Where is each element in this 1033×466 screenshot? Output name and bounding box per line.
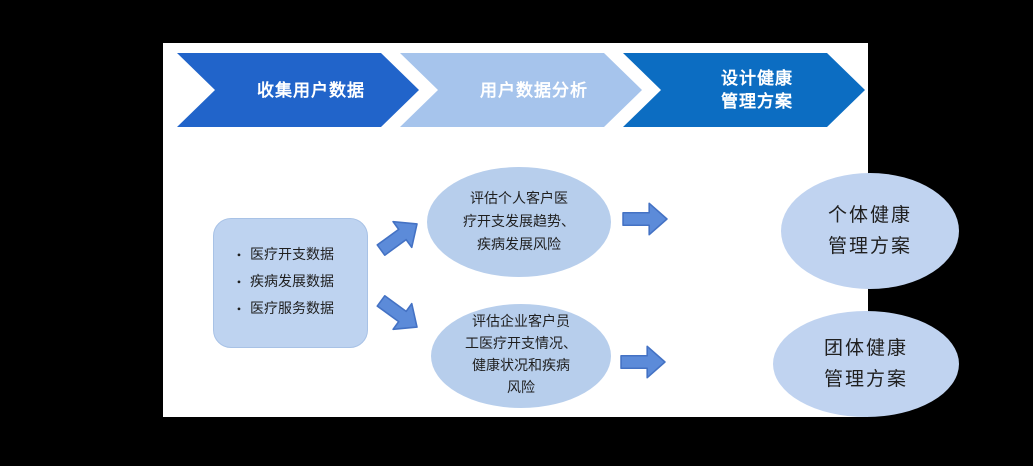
bullet-icon: • bbox=[236, 248, 242, 262]
arrow-up-right-icon bbox=[369, 208, 429, 265]
list-item-label: 医疗开支数据 bbox=[250, 248, 334, 263]
arrow-right-icon bbox=[620, 344, 666, 380]
process-step-data-analysis: 用户数据分析 bbox=[400, 53, 642, 127]
list-item-label: 疾病发展数据 bbox=[250, 275, 334, 290]
list-item: • 医疗服务数据 bbox=[228, 296, 367, 323]
arrow-down-right-icon bbox=[369, 285, 429, 342]
analysis-individual-ellipse: 评估个人客户医 疗开支发展趋势、 疾病发展风险 bbox=[427, 167, 611, 277]
arrow-right-icon bbox=[622, 201, 668, 237]
plan-group-ellipse: 团体健康 管理方案 bbox=[773, 311, 959, 417]
plan-individual-ellipse: 个体健康 管理方案 bbox=[781, 173, 959, 289]
bullet-icon: • bbox=[236, 302, 242, 316]
process-step-collect-data: 收集用户数据 bbox=[177, 53, 419, 127]
bullet-icon: • bbox=[236, 275, 242, 289]
list-item-label: 医疗服务数据 bbox=[250, 302, 334, 317]
diagram-panel: 收集用户数据 用户数据分析 设计健康 管理方案 • 医疗开支数据 • 疾病发展数… bbox=[163, 43, 959, 417]
data-source-box: • 医疗开支数据 • 疾病发展数据 • 医疗服务数据 bbox=[213, 218, 368, 348]
analysis-enterprise-ellipse: 评估企业客户员 工医疗开支情况、 健康状况和疾病 风险 bbox=[431, 304, 611, 408]
list-item: • 医疗开支数据 bbox=[228, 242, 367, 269]
process-step-design-plan: 设计健康 管理方案 bbox=[623, 53, 865, 127]
list-item: • 疾病发展数据 bbox=[228, 269, 367, 296]
